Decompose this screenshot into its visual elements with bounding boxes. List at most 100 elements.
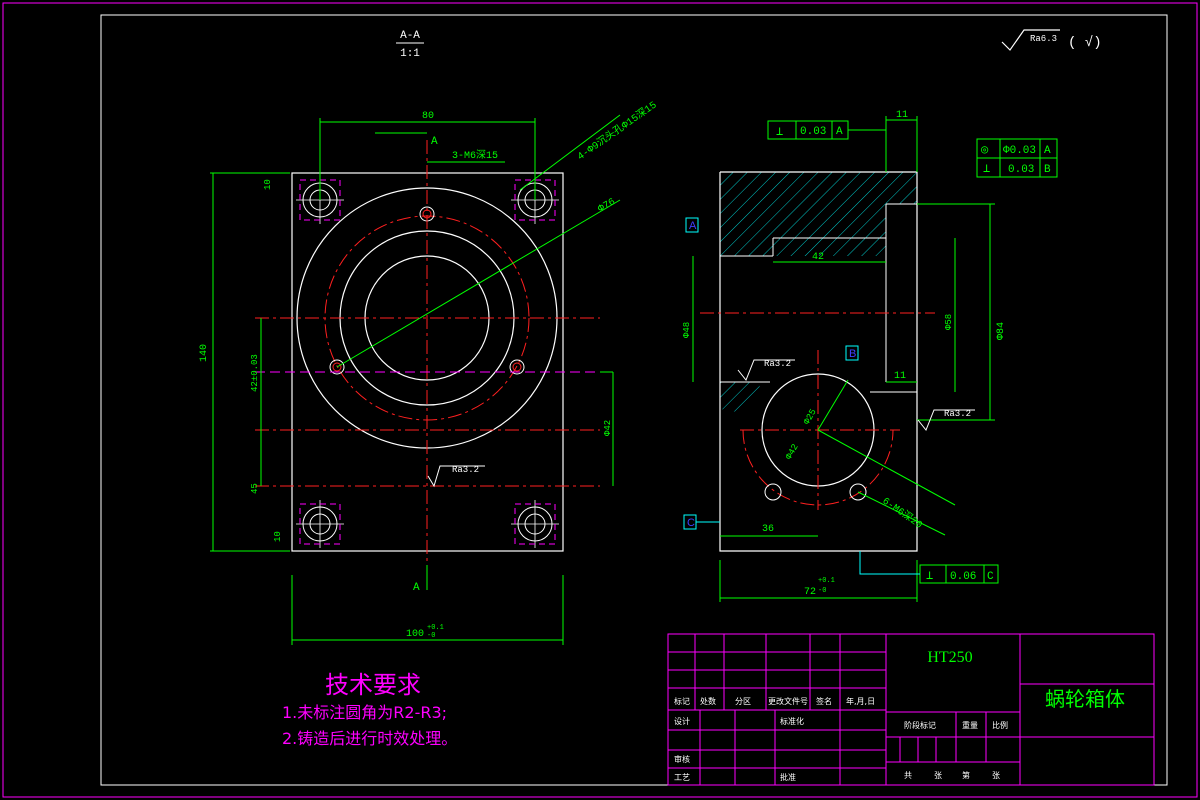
fcf-bottom-datum: C [987,571,994,583]
tb-sign: 签名 [816,696,832,706]
fcf-top-symbol: ⊥ [776,125,783,139]
hatch-area-top [720,172,886,256]
dim-76: Φ76 [597,197,618,216]
roughness-main: Ra6.3 [1030,34,1057,44]
tb-zone: 分区 [735,697,751,706]
tb-process: 工艺 [674,773,690,782]
side-hole-right [849,483,867,501]
fcf-right-symbol-2: ⊥ [983,162,990,176]
dim-phi42: Φ42 [603,420,613,436]
fcf-top: ⊥ 0.03 A [767,120,886,140]
dim-36: 36 [762,524,774,535]
roughness-note: Ra6.3 ( √) [1001,29,1102,51]
tb-std: 标准化 [780,716,804,726]
m6-hole-left [329,359,345,375]
tb-sheets: 张 [934,771,942,780]
dim-100-tol: +0.1 [427,624,444,632]
fcf-bottom-value: 0.06 [950,571,976,583]
front-dimensions [210,114,621,645]
datum-a: A [689,220,697,232]
fcf-right-symbol-1: ◎ [981,143,988,157]
tb-weight: 重量 [962,720,978,730]
dim-10-top: 10 [263,179,273,190]
side-hole-left [764,483,782,501]
tech-title: 技术要求 [325,671,421,699]
dim-phi84: Φ84 [996,322,1007,340]
dim-72-tol: +0.1 [818,577,835,585]
dim-100: 100 [406,629,424,640]
tb-ratio: 比例 [992,720,1008,730]
tb-count: 处数 [700,696,716,706]
dim-100-tol2: -0 [427,632,435,640]
dim-11-mid: 11 [894,371,906,382]
tb-stage-mark: 阶段标记 [904,720,936,730]
dim-phi58: Φ58 [944,314,954,330]
section-scale: 1:1 [400,48,420,60]
side-centerlines [700,312,935,510]
roughness-other: ( √) [1068,35,1102,51]
ra-symbol-icon [427,465,485,488]
tb-material: HT250 [927,649,972,666]
front-centerlines [255,140,600,570]
tb-design: 设计 [674,716,690,726]
dim-10-bot: 10 [273,531,283,542]
side-ra32-b: Ra3.2 [944,409,971,419]
tb-total: 共 [904,771,912,780]
fcf-right: ◎ Φ0.03 A ⊥ 0.03 B [976,138,1058,178]
roughness-symbol-icon [1001,29,1060,51]
front-view: 80 3-M6深15 A A 4-Φ9沉头孔Φ15深15 Φ76 140 10 … [199,98,659,645]
side-dimensions [692,116,995,602]
dim-72-tol2: -0 [818,587,826,595]
fcf-bottom-symbol: ⊥ [926,569,933,583]
dim-45: 45 [250,483,260,494]
section-title: A-A [400,30,420,42]
dim-phi48: Φ48 [682,322,692,338]
side-ra32-a: Ra3.2 [764,359,791,369]
hatch-area-right [886,172,917,204]
front-ra32: Ra3.2 [452,465,479,475]
fcf-right-datum-1: A [1044,145,1051,157]
tb-mark: 标记 [674,696,690,706]
tech-line-2: 2.铸造后进行时效处理。 [282,729,457,748]
tech-line-1: 1.未标注圆角为R2-R3; [282,703,447,722]
side-red-arc [742,429,894,506]
title-block-text: HT250 蜗轮箱体 标记 处数 分区 更改文件号 签名 年,月,日 设计 标准… [674,649,1125,782]
fcf-top-datum: A [836,126,843,138]
dim-11-top: 11 [896,110,908,121]
side-view: ⊥ 0.03 A ◎ Φ0.03 A ⊥ 0.03 B ⊥ 0.06 C [682,110,1058,602]
side-outline [719,171,918,552]
dim-6m6: 6-M6深20 [880,495,925,532]
tb-sheet2: 张 [992,771,1000,780]
dim-42-v: 42±0.03 [250,354,260,392]
tb-page: 第 [962,770,970,780]
tb-date: 年,月,日 [846,696,875,706]
ra-symbol-icon-2 [737,359,795,381]
dim-phi42-r: Φ42 [784,442,801,461]
dim-4holes: 4-Φ9沉头孔Φ15深15 [574,98,659,163]
tb-part-name: 蜗轮箱体 [1045,687,1125,711]
hatch-area-bottom [720,382,760,412]
dim-72: 72 [804,587,816,598]
section-cut-bottom: A [413,582,420,594]
datum-b: B [849,348,856,360]
title-block [667,633,1155,786]
dim-140: 140 [199,344,210,362]
datum-c: C [687,517,695,529]
tb-approve: 批准 [780,772,796,782]
fcf-bottom: ⊥ 0.06 C [859,551,999,584]
section-cut-top: A [431,136,438,148]
fcf-right-value-1: Φ0.03 [1003,145,1036,157]
m6-hole-right [509,359,525,375]
inner-border [100,14,1168,786]
tb-change-doc: 更改文件号 [768,696,808,706]
dim-m6: 3-M6深15 [452,149,498,162]
fcf-right-datum-2: B [1044,164,1051,176]
dim-80: 80 [422,111,434,122]
tb-review: 审核 [674,754,690,764]
tech-requirements: 技术要求 1.未标注圆角为R2-R3; 2.铸造后进行时效处理。 [282,671,457,748]
fcf-top-value: 0.03 [800,126,826,138]
ra-symbol-icon-3 [917,409,975,431]
dim-phi25: Φ25 [802,407,819,426]
